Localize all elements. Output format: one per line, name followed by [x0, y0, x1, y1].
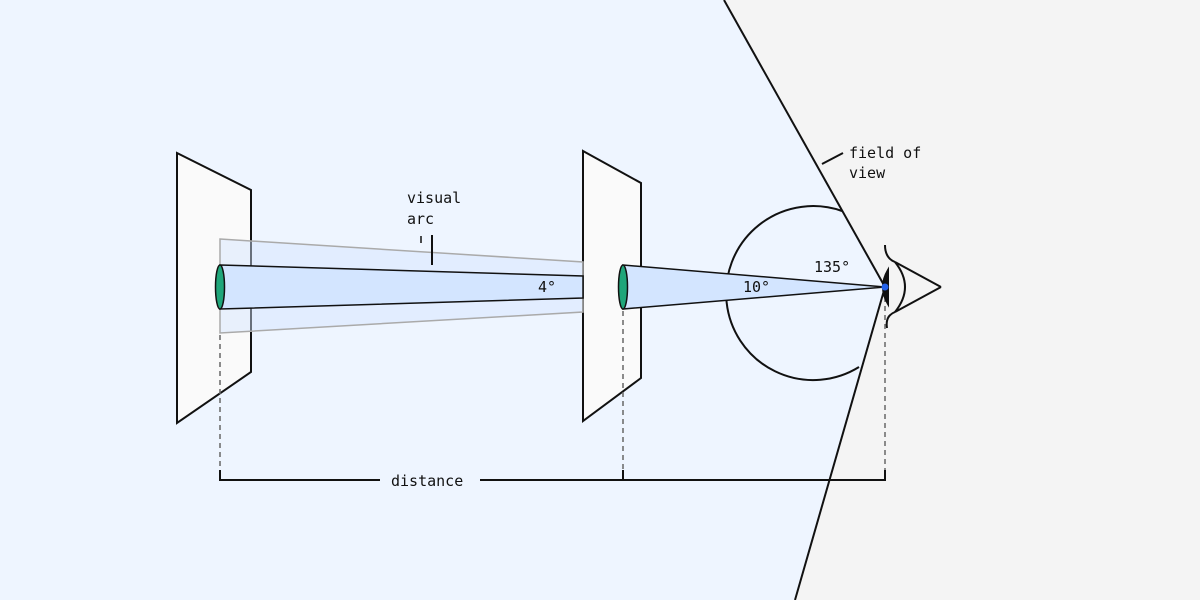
fov-angle-label: 135° — [814, 258, 850, 276]
field-of-view-label-line1: field of — [849, 144, 921, 162]
far-plane — [176, 151, 252, 425]
visual-arc-label-line2: arc — [407, 210, 434, 228]
distance-line — [219, 470, 886, 481]
near-lens — [617, 264, 629, 310]
visual-arc-label-line1: visual — [407, 189, 461, 207]
fov-upper-line — [723, 0, 886, 288]
far-lens — [214, 264, 226, 310]
distance-label: distance — [391, 472, 463, 490]
far-angle-label: 4° — [538, 278, 556, 296]
field-of-view-label-line2: view — [849, 164, 886, 182]
fov-lower-line — [794, 286, 886, 600]
fov-angle-arc — [725, 205, 860, 382]
near-angle-label: 10° — [743, 278, 770, 296]
projection-lines — [219, 297, 886, 478]
field-of-view-pointer — [821, 152, 844, 165]
near-plane — [582, 149, 642, 423]
eye-icon — [881, 244, 942, 329]
